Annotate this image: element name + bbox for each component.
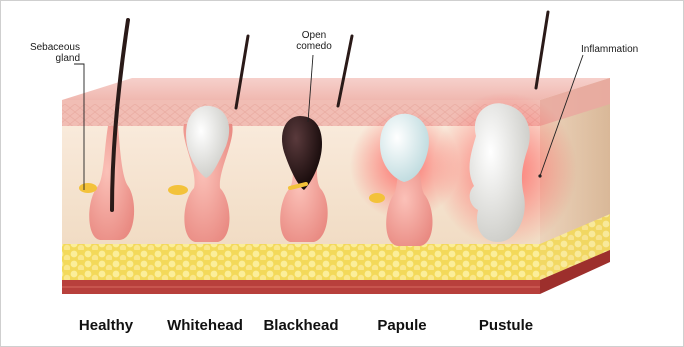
stage-label-papule: Papule — [352, 317, 452, 334]
stage-label-healthy: Healthy — [56, 317, 156, 334]
inflammation-label: Inflammation — [581, 44, 671, 55]
sebaceous-gland-label: Sebaceous gland — [20, 42, 80, 64]
stage-label-blackhead: Blackhead — [251, 317, 351, 334]
open-comedo-label: Open comedo — [284, 30, 344, 52]
stage-label-whitehead: Whitehead — [155, 317, 255, 334]
stage-label-pustule: Pustule — [456, 317, 556, 334]
pustule-lesion — [470, 103, 530, 242]
fat-layer — [62, 244, 540, 280]
